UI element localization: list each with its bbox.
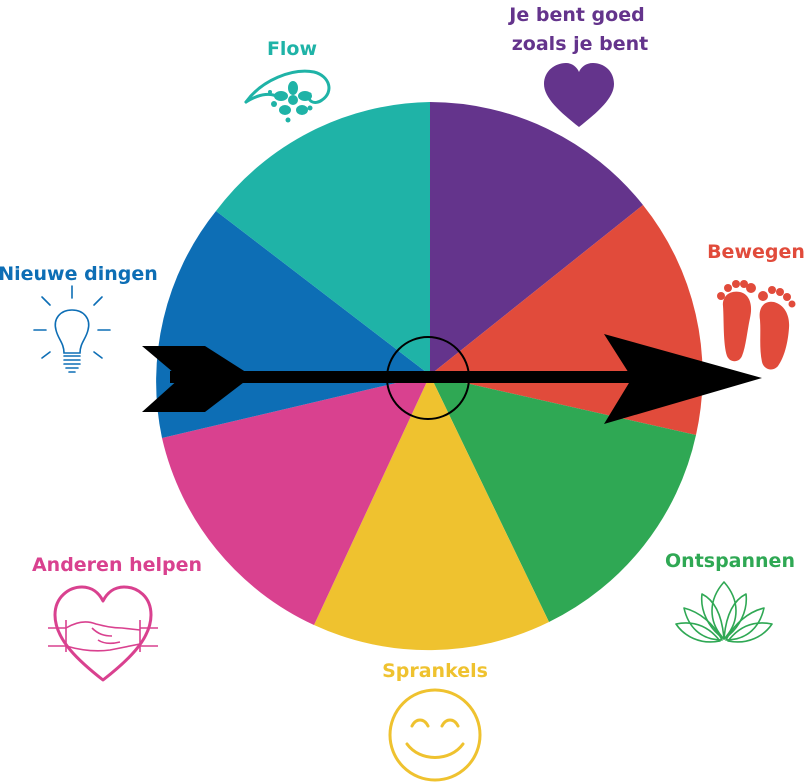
flow-flower-icon [244,69,331,123]
segment-je-bent-goed[interactable] [430,102,643,375]
segment-flow[interactable] [216,102,430,375]
segment-sprankels[interactable] [314,375,549,651]
label-flow: Flow [267,38,317,60]
segment-ontspannen[interactable] [430,375,696,622]
label-je-bent-goed-line2: zoals je bent [512,33,648,55]
lotus-icon [675,581,773,643]
heart-handshake-icon [48,585,158,682]
footprints-icon [717,280,796,370]
lightbulb-icon [33,285,111,373]
arrow-icon [142,334,762,424]
heart-icon [544,63,614,127]
label-nieuwe-dingen: Nieuwe dingen [0,263,158,285]
smiley-icon [388,688,482,782]
label-sprankels: Sprankels [382,660,488,682]
segment-anderen-helpen[interactable] [162,375,430,625]
label-anderen-helpen: Anderen helpen [32,554,202,576]
label-bewegen: Bewegen [707,241,804,263]
label-ontspannen: Ontspannen [665,550,795,572]
label-je-bent-goed-line1: Je bent goed [507,4,644,26]
